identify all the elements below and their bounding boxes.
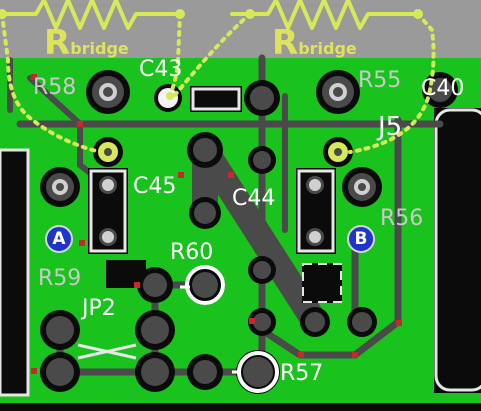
pads: [46, 76, 452, 387]
rbridge-left-sub: bridge: [70, 39, 129, 58]
c43-outline: [191, 87, 241, 111]
refdes-jp2: JP2: [82, 296, 116, 321]
vias: [31, 74, 402, 374]
refdes-c44: C44: [232, 186, 276, 211]
refdes-r60: R60: [170, 240, 214, 265]
refdes-j5: J5: [378, 112, 403, 142]
refdes-c40: C40: [421, 76, 465, 101]
refdes-c43: C43: [139, 57, 183, 82]
testpoint-b: B: [347, 225, 375, 253]
rbridge-right-sub: bridge: [298, 39, 357, 58]
left-connector-outline: [0, 148, 30, 397]
refdes-r57: R57: [280, 361, 324, 386]
rbridge-label-left: Rbridge: [44, 26, 129, 66]
refdes-c45: C45: [133, 174, 177, 199]
refdes-r55: R55: [358, 68, 402, 93]
pad-holes: [56, 87, 366, 191]
refdes-r59: R59: [38, 266, 82, 291]
refdes-r58: R58: [33, 75, 77, 100]
left-connector-body: [0, 150, 28, 395]
r60-pad-ring: [185, 265, 225, 305]
right-cap-body: [434, 108, 481, 393]
c44-outline: [297, 169, 335, 253]
bridge-wires: [0, 12, 436, 154]
empty-footprint-clearance: [302, 263, 342, 303]
jp2-mark-2: [77, 343, 137, 360]
bridge-resistor-symbols: [0, 0, 422, 30]
rbridge-label-right: Rbridge: [272, 26, 357, 66]
testpoint-a: A: [45, 225, 73, 253]
rbridge-left-main: R: [44, 23, 71, 63]
rbridge-right-main: R: [272, 23, 299, 63]
refdes-r56: R56: [380, 206, 424, 231]
c45-outline: [89, 169, 127, 253]
empty-footprint-outline: [302, 263, 342, 303]
c40-outline: [434, 108, 481, 392]
